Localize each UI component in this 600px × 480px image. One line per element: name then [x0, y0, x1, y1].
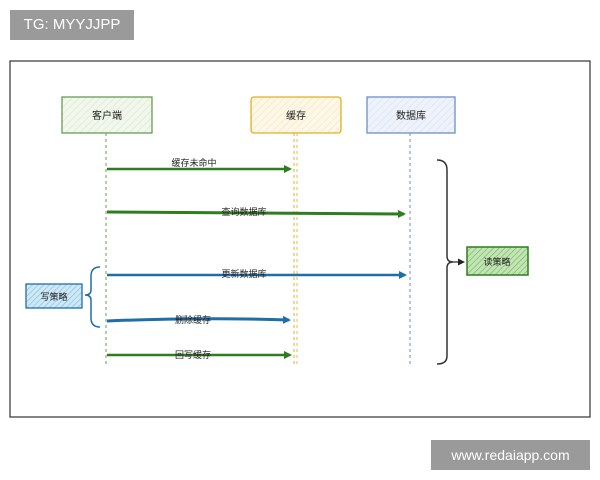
read-strategy-label: 读策略: [483, 256, 510, 268]
tag-label: TG: MYYJJPP: [10, 10, 134, 40]
message-delete-cache-label: 删除缓存: [175, 314, 211, 326]
watermark-label: www.redaiapp.com: [431, 440, 590, 470]
participant-cache-label: 缓存: [286, 109, 306, 122]
message-cache-miss-label: 缓存未命中: [171, 157, 216, 169]
message-query-db: 查询数据库: [106, 206, 406, 218]
message-delete-cache: 删除缓存: [106, 314, 291, 326]
message-query-db-label: 查询数据库: [221, 206, 266, 218]
participant-db: 数据库: [366, 96, 456, 134]
write-strategy-box: 写策略: [25, 283, 83, 309]
write-brace: [84, 266, 101, 328]
message-writeback-cache: 回写缓存: [107, 349, 292, 361]
message-update-db: 更新数据库: [107, 268, 407, 280]
read-strategy-box: 读策略: [466, 246, 529, 276]
participant-cache: 缓存: [250, 96, 342, 134]
message-cache-miss: 缓存未命中: [107, 157, 292, 173]
participant-client: 客户端: [61, 96, 153, 134]
participant-db-label: 数据库: [396, 109, 426, 122]
write-strategy-label: 写策略: [40, 291, 67, 303]
message-writeback-cache-label: 回写缓存: [175, 349, 211, 361]
participant-client-label: 客户端: [92, 109, 122, 122]
message-update-db-label: 更新数据库: [221, 268, 266, 280]
